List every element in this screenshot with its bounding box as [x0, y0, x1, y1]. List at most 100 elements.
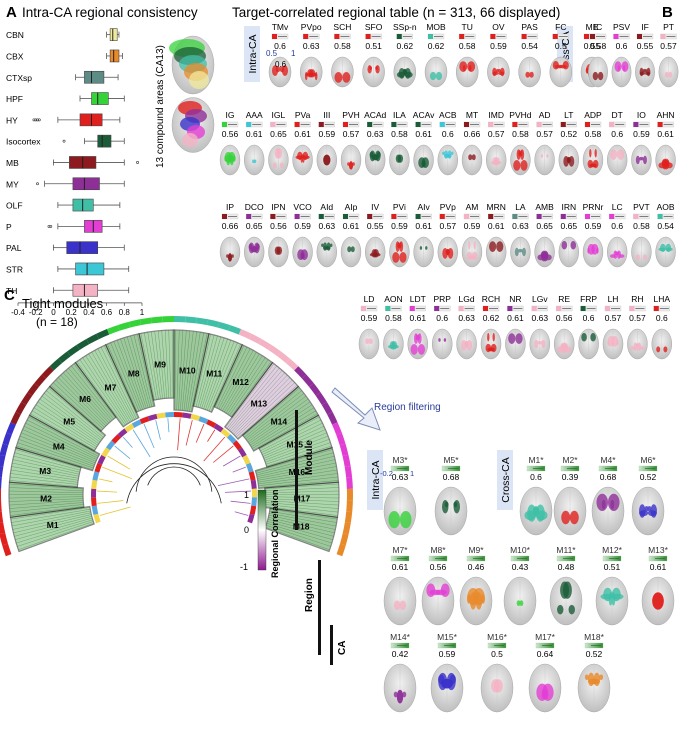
- heatmap-streak: [39, 398, 101, 443]
- heatmap-streak: [12, 462, 79, 477]
- highlighted-region: [644, 71, 651, 76]
- region-value: 0.55: [584, 41, 601, 51]
- region-brain-NR: [505, 328, 526, 360]
- heatmap-streak: [265, 527, 330, 550]
- heatmap-streak: [9, 502, 84, 509]
- heatmap-streak: [210, 343, 241, 412]
- dendrogram-branch: [230, 500, 251, 504]
- region-entry-IF: IF0.55: [635, 22, 655, 88]
- region-name: MT: [466, 110, 478, 120]
- heatmap-streak: [262, 426, 325, 455]
- region-name: MRN: [487, 202, 506, 212]
- region-value: 0.61: [415, 221, 432, 231]
- heatmap-streak: [216, 346, 248, 409]
- highlighted-region: [546, 154, 549, 158]
- highlighted-region: [635, 254, 640, 261]
- heatmap-streak: [21, 432, 96, 464]
- heatmap-streak: [76, 361, 125, 427]
- panel-c-circular-module-plot: M1M2M3M4M5M6M7M8M9M10M11M12M13M14M15M16M…: [0, 316, 353, 557]
- highlighted-region: [524, 510, 536, 521]
- region-ring-segment: [190, 413, 201, 421]
- module-card-value: 0.61: [392, 562, 409, 572]
- mini-ca-swatch: [637, 34, 642, 39]
- region-brain-AD: [534, 144, 555, 176]
- region-brain-IGL: [268, 144, 289, 176]
- heatmap-streak: [207, 341, 235, 411]
- category-label: CTXsp: [6, 73, 32, 83]
- heatmap-streak: [63, 372, 110, 424]
- box-STR: [75, 262, 105, 276]
- module-label: M14: [271, 417, 288, 427]
- region-name: FRP: [580, 294, 597, 304]
- region-value: 0.58: [633, 221, 650, 231]
- highlighted-region: [498, 71, 505, 76]
- highlighted-region: [399, 600, 407, 611]
- heatmap-streak: [9, 476, 78, 485]
- ca-ring-segment: [67, 344, 80, 357]
- mini-ca-swatch: [584, 34, 589, 39]
- heatmap-streak: [10, 507, 90, 520]
- highlighted-region: [228, 253, 232, 262]
- highlighted-region: [544, 689, 549, 700]
- module-brain-M4: [591, 486, 625, 536]
- highlighted-region: [229, 154, 234, 166]
- heatmap-streak: [16, 445, 93, 470]
- highlighted-region: [599, 674, 604, 681]
- heatmap-streak: [82, 357, 128, 425]
- heatmap-streak: [126, 336, 149, 408]
- highlighted-region: [444, 154, 450, 158]
- module-card-value: 0.48: [558, 562, 575, 572]
- highlighted-region: [608, 592, 613, 606]
- module-card-name: M5*: [443, 455, 459, 465]
- region-name: TMv: [272, 22, 289, 32]
- heatmap-streak: [222, 351, 257, 412]
- heatmap-streak: [17, 442, 94, 469]
- ca-ring-segment: [248, 333, 262, 345]
- ca-ring-segment: [58, 351, 71, 364]
- highlighted-region: [442, 151, 445, 156]
- mini-ca-swatch: [222, 122, 227, 127]
- mini-ca-swatch: [222, 214, 227, 219]
- module-card-name: M4*: [600, 455, 616, 465]
- region-name: DCO: [245, 202, 264, 212]
- highlighted-region: [630, 346, 636, 350]
- region-value: 0.59: [585, 221, 602, 231]
- mini-ca-swatch: [318, 122, 324, 127]
- category-label: P: [6, 222, 12, 232]
- module-brain-M5: [434, 486, 468, 536]
- heatmap-streak: [181, 330, 191, 411]
- ca-ring-segment: [86, 333, 100, 345]
- region-brain-LHA: [651, 328, 673, 360]
- region-name: LGd: [459, 294, 475, 304]
- highlighted-region: [610, 149, 618, 161]
- heatmap-streak: [190, 333, 208, 412]
- ca-ring-segment: [294, 366, 307, 379]
- category-label: HY: [6, 115, 18, 125]
- region-ring-segment: [226, 434, 237, 444]
- heatmap-streak: [176, 330, 180, 411]
- heatmap-streak: [236, 382, 295, 438]
- region-value: 0.6: [583, 313, 595, 323]
- region-name: AHN: [657, 110, 675, 120]
- dendrogram-branch: [99, 506, 131, 516]
- mini-ca-swatch: [464, 122, 469, 127]
- mini-ca-swatch: [536, 214, 542, 219]
- heatmap-streak: [154, 331, 163, 399]
- region-name: PT: [663, 22, 674, 32]
- module-ring-bar: [295, 410, 298, 530]
- region-brain-PT: [658, 56, 679, 88]
- highlighted-region: [334, 72, 343, 83]
- ca-ring-segment: [41, 366, 54, 379]
- module-card-M1: M1*0.6: [519, 455, 553, 536]
- module-card-name: M9*: [468, 545, 484, 555]
- highlighted-region: [570, 241, 577, 250]
